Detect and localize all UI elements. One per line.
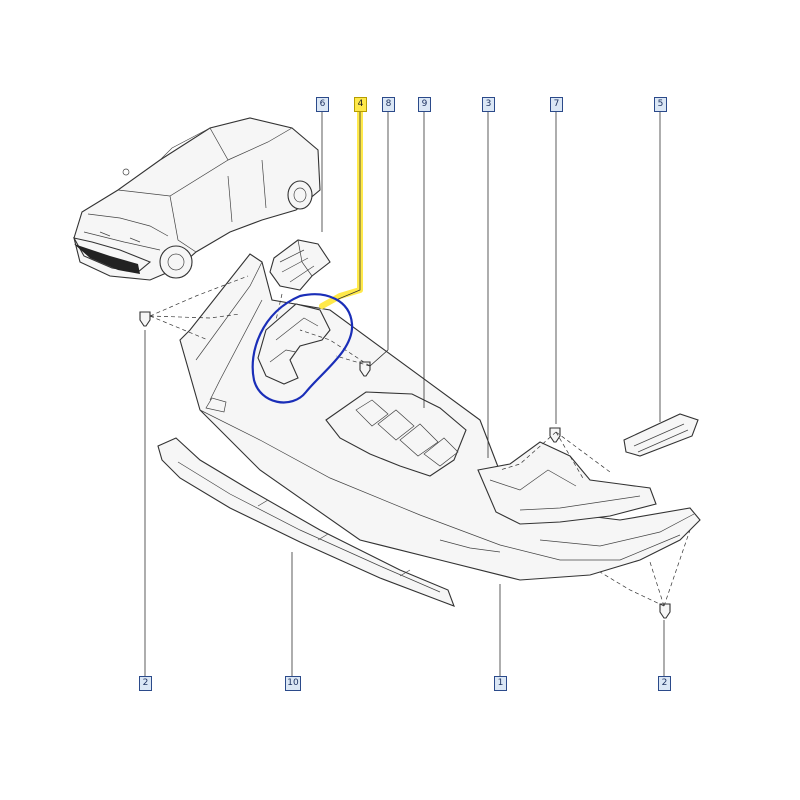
leader-lines bbox=[144, 110, 665, 676]
callout-9: 9 bbox=[418, 97, 431, 112]
highlight-circle-blue bbox=[251, 293, 354, 404]
callout-3: 3 bbox=[482, 97, 495, 112]
callout-7: 7 bbox=[550, 97, 563, 112]
callout-8: 8 bbox=[382, 97, 395, 112]
part-6-bracket bbox=[269, 239, 331, 291]
fastener-clip-left bbox=[139, 311, 151, 327]
part-5-grille-insert bbox=[623, 413, 699, 457]
part-3-right-deflector bbox=[477, 441, 657, 525]
part-9-under-shield bbox=[325, 391, 467, 477]
callout-5: 5 bbox=[654, 97, 667, 112]
part-4-side-deflector bbox=[257, 303, 331, 385]
fastener-clip-right bbox=[659, 603, 671, 619]
callout-10: 10 bbox=[285, 676, 301, 691]
highlight-leader-yellow bbox=[319, 109, 363, 309]
fastener-clip-7 bbox=[549, 427, 561, 443]
callout-2-right: 2 bbox=[658, 676, 671, 691]
part-10-lower-spoiler bbox=[157, 437, 455, 607]
callout-2-left: 2 bbox=[139, 676, 152, 691]
callout-1: 1 bbox=[494, 676, 507, 691]
callout-4: 4 bbox=[354, 97, 367, 112]
callout-6: 6 bbox=[316, 97, 329, 112]
fixing-lines bbox=[149, 275, 691, 607]
reference-car-illustration bbox=[72, 117, 321, 281]
